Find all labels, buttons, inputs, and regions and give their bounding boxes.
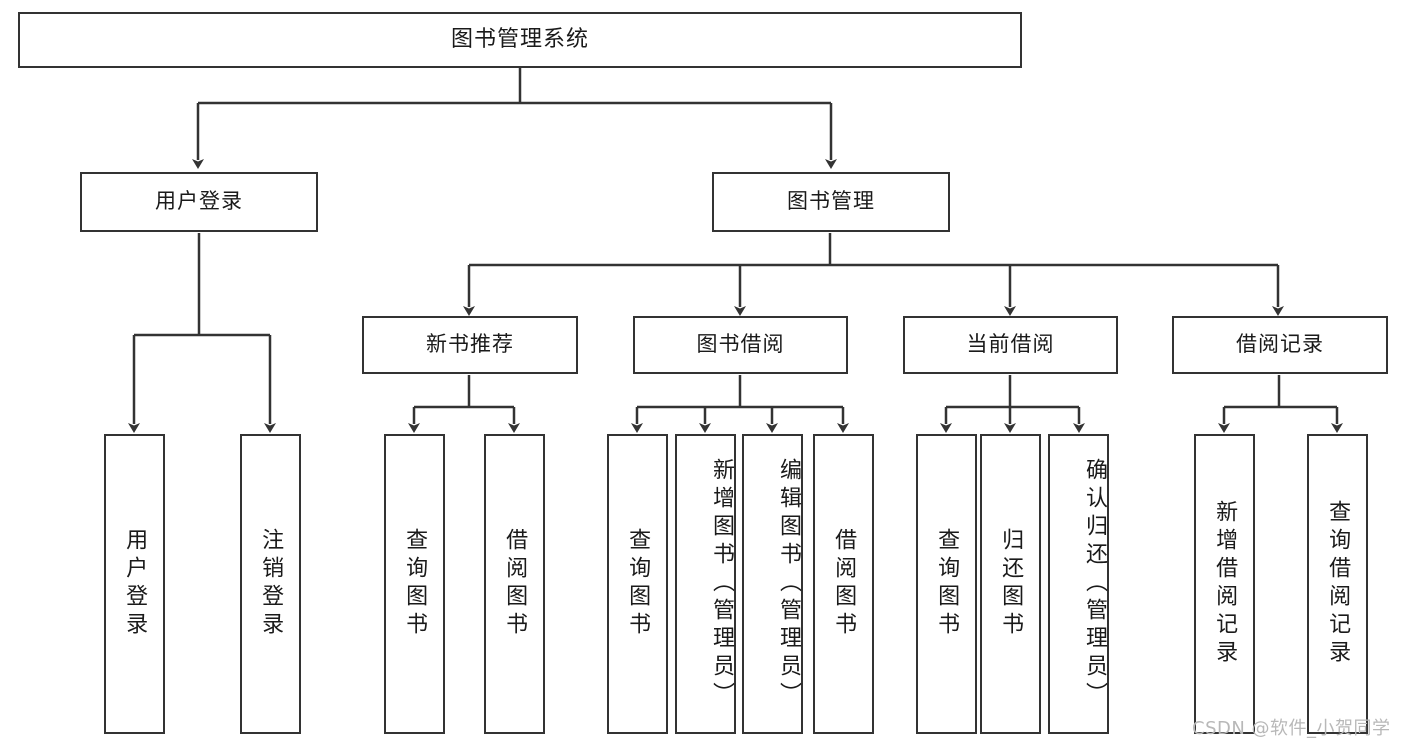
leaf-recommend-query-book[interactable]: 查询图书 [384, 434, 445, 734]
leaf-borrow-add-book-admin[interactable]: 新增图书（管理员） [675, 434, 736, 734]
node-label: 确认归还（管理员） [1082, 458, 1107, 710]
node-label: 用户登录 [155, 189, 243, 214]
node-label: 借阅图书 [831, 528, 857, 640]
node-label: 图书管理系统 [450, 26, 589, 52]
node-user-login[interactable]: 用户登录 [80, 172, 318, 232]
node-label: 借阅图书 [502, 528, 528, 640]
node-label: 图书借阅 [696, 332, 785, 357]
csdn-watermark: CSDN @软件_小贺同学 [1192, 718, 1391, 739]
leaf-record-query-record[interactable]: 查询借阅记录 [1307, 434, 1368, 734]
node-label: 编辑图书（管理员） [776, 458, 801, 710]
leaf-borrow-borrow-book[interactable]: 借阅图书 [813, 434, 874, 734]
node-borrow-record[interactable]: 借阅记录 [1172, 316, 1388, 374]
node-label: 查询图书 [625, 528, 651, 640]
node-book-management[interactable]: 图书管理 [712, 172, 950, 232]
leaf-current-return-book[interactable]: 归还图书 [980, 434, 1041, 734]
node-label: 当前借阅 [966, 332, 1055, 357]
node-label: 查询图书 [402, 528, 428, 640]
leaf-user-login-logout[interactable]: 注销登录 [240, 434, 301, 734]
node-label: 注销登录 [258, 528, 284, 640]
node-label: 新增图书（管理员） [709, 458, 734, 710]
leaf-current-confirm-return-admin[interactable]: 确认归还（管理员） [1048, 434, 1109, 734]
node-label: 新增借阅记录 [1212, 500, 1238, 668]
leaf-current-query-book[interactable]: 查询图书 [916, 434, 977, 734]
node-label: 新书推荐 [426, 332, 514, 357]
leaf-borrow-edit-book-admin[interactable]: 编辑图书（管理员） [742, 434, 803, 734]
node-label: 用户登录 [122, 528, 148, 640]
node-book-borrow[interactable]: 图书借阅 [633, 316, 848, 374]
node-label: 借阅记录 [1236, 332, 1324, 357]
leaf-record-add-record[interactable]: 新增借阅记录 [1194, 434, 1255, 734]
leaf-borrow-query-book[interactable]: 查询图书 [607, 434, 668, 734]
node-label: 查询图书 [934, 528, 960, 640]
node-root-system[interactable]: 图书管理系统 [18, 12, 1022, 68]
leaf-recommend-borrow-book[interactable]: 借阅图书 [484, 434, 545, 734]
node-label: 查询借阅记录 [1325, 500, 1351, 668]
node-current-borrow[interactable]: 当前借阅 [903, 316, 1118, 374]
node-new-book-recommend[interactable]: 新书推荐 [362, 316, 578, 374]
leaf-user-login-login[interactable]: 用户登录 [104, 434, 165, 734]
node-label: 图书管理 [787, 189, 875, 214]
node-label: 归还图书 [998, 528, 1024, 640]
